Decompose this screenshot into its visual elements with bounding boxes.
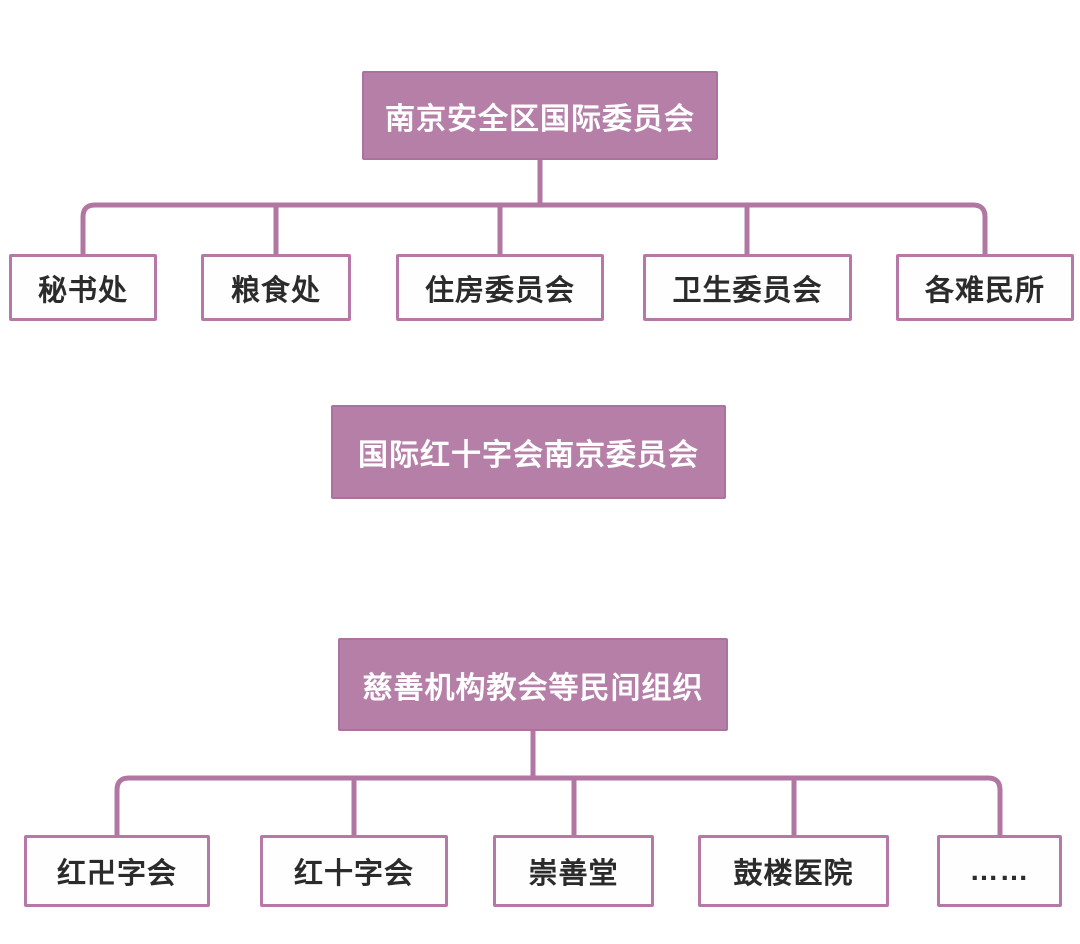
node-gulou-hospital: 鼓楼医院 (698, 835, 889, 907)
node-red-swastika-society: 红卍字会 (24, 835, 210, 907)
node-housing-committee: 住房委员会 (396, 254, 604, 321)
node-chongshantang: 崇善堂 (493, 835, 654, 907)
connector-bottom-bracket (114, 775, 1003, 837)
node-refugee-camps: 各难民所 (896, 254, 1074, 321)
node-civil-organizations: 慈善机构教会等民间组织 (338, 638, 728, 731)
node-food-department: 粮食处 (201, 254, 351, 321)
node-secretariat: 秘书处 (9, 254, 157, 321)
node-ellipsis-others: …… (937, 835, 1062, 907)
node-red-cross-society: 红十字会 (260, 835, 448, 907)
node-health-committee: 卫生委员会 (643, 254, 852, 321)
node-international-red-cross-nanjing-committee: 国际红十字会南京委员会 (331, 405, 726, 499)
node-nanjing-safety-zone-international-committee: 南京安全区国际委员会 (362, 71, 718, 160)
connector-top-bracket (80, 202, 988, 256)
